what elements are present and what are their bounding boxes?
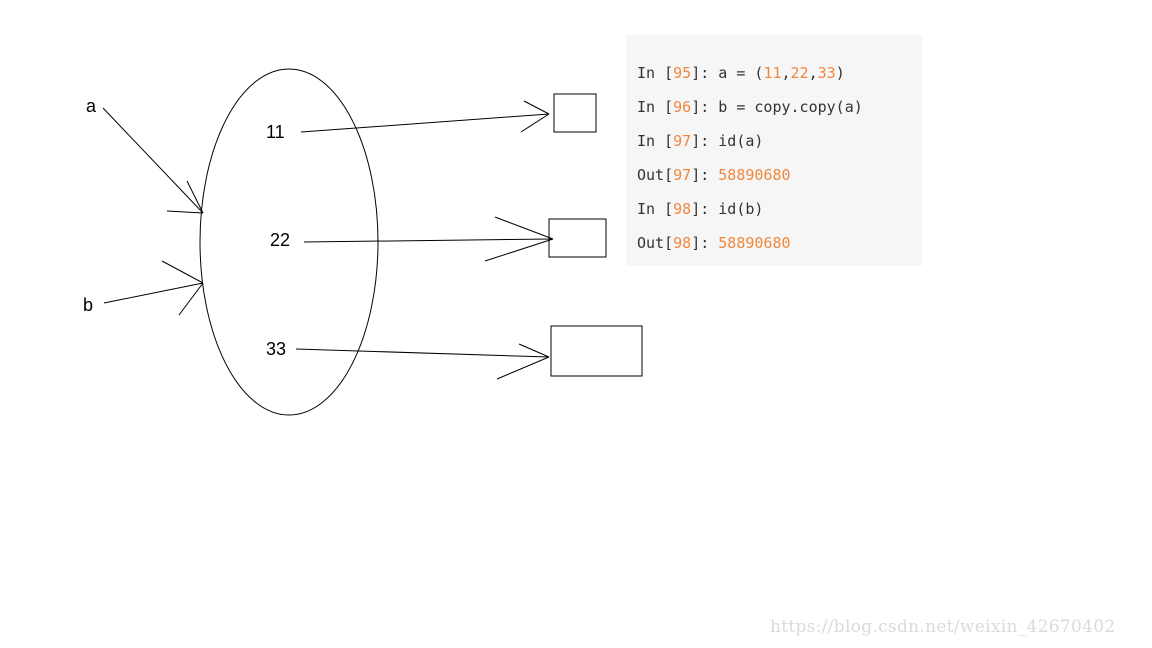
- arrow-b-to-tuple: [103, 260, 204, 316]
- code-text: ]:: [691, 166, 719, 184]
- arrow-33-to-object: [295, 343, 550, 380]
- code-text: Out[: [637, 166, 674, 184]
- element-label-33: 33: [266, 339, 286, 359]
- code-number: 97: [673, 132, 692, 150]
- code-text: ]:: [691, 234, 719, 252]
- code-number: 58890680: [718, 234, 791, 252]
- arrow-a-to-tuple: [102, 107, 204, 214]
- code-text: In [: [637, 132, 674, 150]
- code-line: In [98]: id(b): [637, 192, 922, 226]
- code-text: ,: [808, 64, 818, 82]
- code-line: Out[97]: 58890680: [637, 158, 922, 192]
- code-number: 95: [673, 64, 692, 82]
- code-number: 22: [790, 64, 809, 82]
- code-number: 58890680: [718, 166, 791, 184]
- variable-label-a: a: [86, 96, 97, 116]
- code-panel: In [95]: a = (11,22,33)In [96]: b = copy…: [626, 35, 922, 266]
- code-line: In [96]: b = copy.copy(a): [637, 90, 922, 124]
- code-number: 11: [763, 64, 782, 82]
- code-number: 98: [673, 234, 692, 252]
- tuple-ellipse: [199, 68, 379, 416]
- code-text: ]: id(a): [691, 132, 764, 150]
- code-number: 98: [673, 200, 692, 218]
- arrow-11-to-object: [300, 100, 550, 133]
- code-line: Out[98]: 58890680: [637, 226, 922, 260]
- object-box-33: [550, 325, 643, 377]
- code-line: In [97]: id(a): [637, 124, 922, 158]
- object-box-11: [553, 93, 597, 133]
- code-number: 97: [673, 166, 692, 184]
- code-text: In [: [637, 64, 674, 82]
- code-text: ]: a = (: [691, 64, 764, 82]
- code-text: ]: id(b): [691, 200, 764, 218]
- code-number: 96: [673, 98, 692, 116]
- code-line: In [95]: a = (11,22,33): [637, 56, 922, 90]
- object-box-22: [548, 218, 607, 258]
- element-label-11: 11: [266, 122, 285, 142]
- element-label-22: 22: [270, 230, 290, 250]
- code-text: ]: b = copy.copy(a): [691, 98, 863, 116]
- arrow-22-to-object: [303, 216, 554, 262]
- code-text: ): [835, 64, 845, 82]
- code-text: Out[: [637, 234, 674, 252]
- code-text: In [: [637, 200, 674, 218]
- variable-label-b: b: [83, 295, 93, 315]
- watermark: https://blog.csdn.net/weixin_42670402: [770, 617, 1116, 637]
- code-text: In [: [637, 98, 674, 116]
- code-text: ,: [781, 64, 791, 82]
- code-number: 33: [817, 64, 836, 82]
